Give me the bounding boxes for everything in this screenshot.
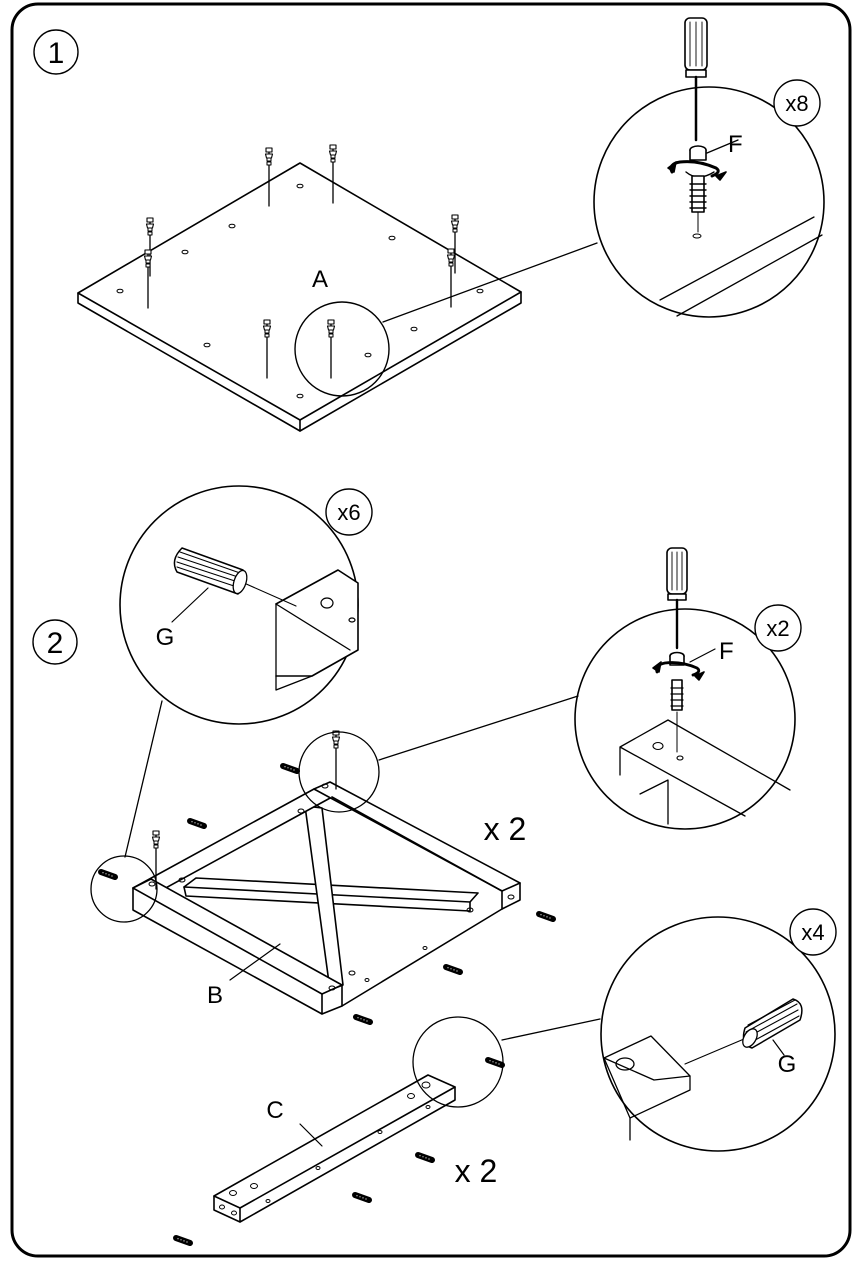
page-border <box>10 2 852 1258</box>
frame-b-label: B <box>207 982 223 1009</box>
multiplier-x6: x6 <box>337 500 360 525</box>
multiplier-badge <box>754 604 802 652</box>
rail-c <box>213 1074 456 1223</box>
callout-circle <box>90 855 158 923</box>
wooden-dowel-icon <box>742 998 803 1049</box>
frame-quantity: x 2 <box>484 811 527 847</box>
step-1: 1 A <box>33 17 825 432</box>
part-g-label: G <box>778 1051 797 1078</box>
callout-circle <box>298 731 380 813</box>
detail-magnifier-f: F <box>593 17 825 318</box>
detail-magnifier-f-x2: F <box>574 547 796 830</box>
frame-b <box>132 781 521 1015</box>
step-number-circle <box>33 29 79 75</box>
part-f-label: F <box>719 638 734 665</box>
multiplier-badge <box>789 908 837 956</box>
cam-screw-icon <box>685 145 715 239</box>
step-number: 2 <box>47 627 64 660</box>
step-2: 2 G x6 <box>32 485 837 1243</box>
rail-quantity: x 2 <box>455 1153 498 1189</box>
screwdriver-icon <box>684 17 708 142</box>
rotation-arrow-icon <box>667 160 727 181</box>
part-f-label: F <box>728 131 743 158</box>
wooden-dowel-icon <box>173 547 248 595</box>
step-number: 1 <box>48 37 65 70</box>
multiplier-x2: x2 <box>766 616 789 641</box>
multiplier-x8: x8 <box>785 91 808 116</box>
callout-circle <box>412 1016 504 1108</box>
multiplier-x4: x4 <box>801 920 824 945</box>
part-g-label: G <box>156 624 175 651</box>
screwdriver-icon <box>666 547 688 650</box>
rotation-arrow-icon <box>652 661 705 681</box>
multiplier-badge <box>325 488 373 536</box>
detail-magnifier-g-x6: G <box>119 485 359 725</box>
step-number-circle <box>32 619 78 665</box>
panel-a-label: A <box>312 266 328 293</box>
detail-magnifier-g-x4: G <box>600 916 836 1152</box>
multiplier-badge <box>773 79 821 127</box>
rail-c-label: C <box>266 1097 283 1124</box>
callout-circle <box>294 301 390 397</box>
panel-a <box>77 162 522 432</box>
